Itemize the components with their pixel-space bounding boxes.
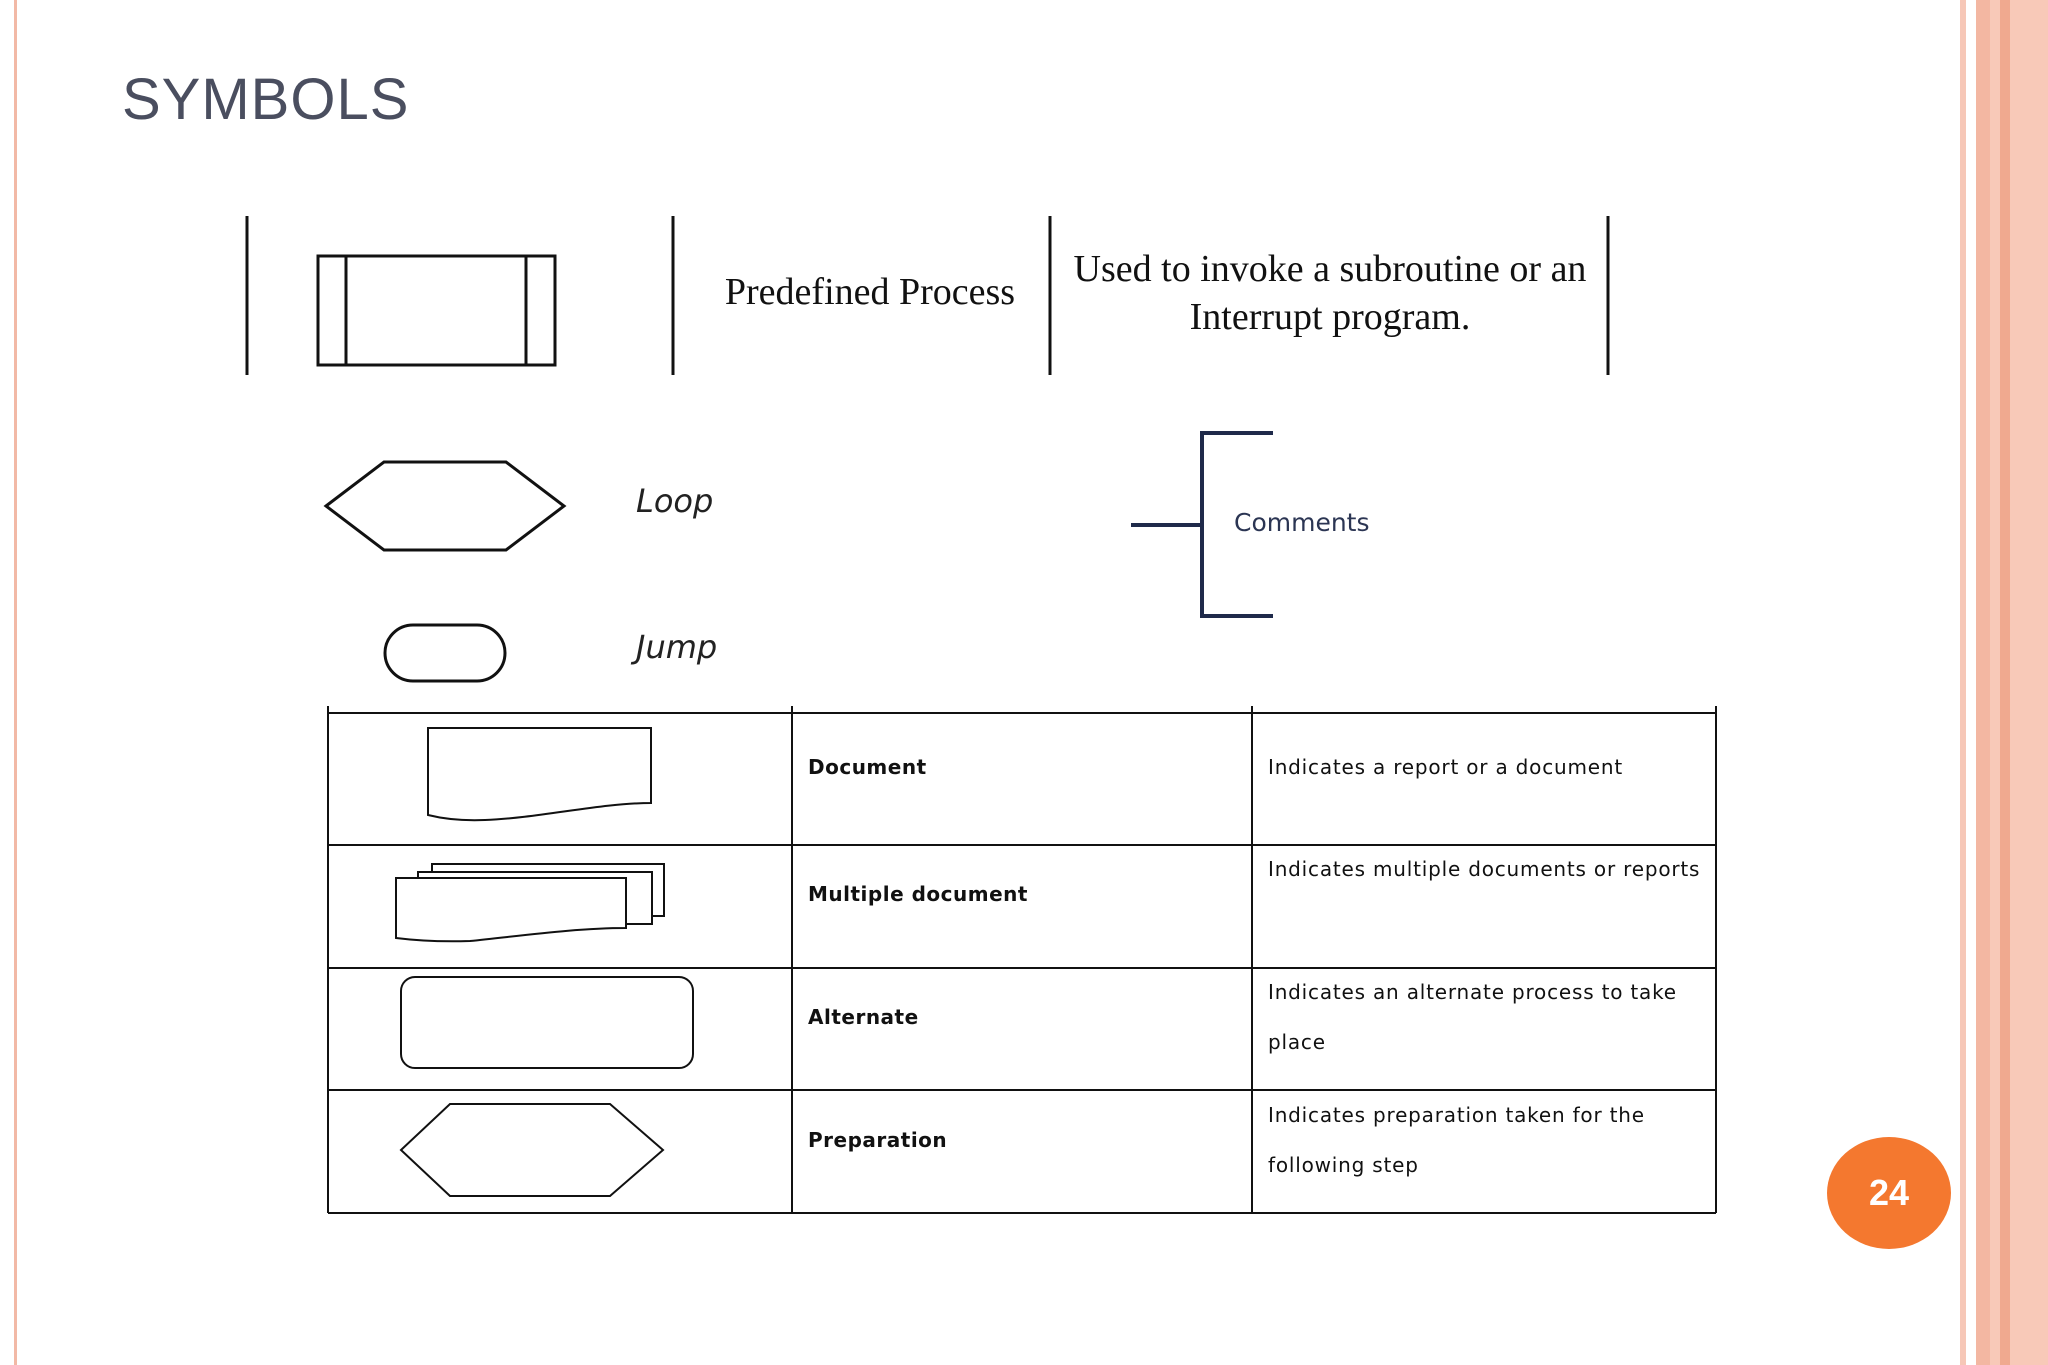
predefined-process-description: Used to invoke a subroutine or an Interr…: [1073, 248, 1587, 338]
symbols-table-grid: [327, 706, 1717, 1214]
comments-bracket-symbol: [1131, 431, 1273, 618]
multiple-document-name: Multiple document: [808, 882, 1028, 906]
preparation-description: Indicates preparation taken for the foll…: [1268, 1103, 1645, 1177]
jump-terminal-symbol: [383, 623, 507, 683]
comments-label: Comments: [1234, 508, 1370, 537]
loop-hexagon-symbol: [323, 460, 567, 552]
page-number-badge: 24: [1827, 1137, 1951, 1249]
alternate-name: Alternate: [808, 1005, 919, 1029]
right-frame-border-band: [1990, 0, 2048, 1365]
slide-title: SYMBOLS: [122, 67, 410, 132]
loop-label: Loop: [636, 482, 714, 520]
preparation-name: Preparation: [808, 1128, 948, 1152]
alternate-description: Indicates an alternate process to take p…: [1268, 980, 1677, 1054]
multiple-document-symbol: [395, 863, 665, 943]
left-frame-border: [14, 0, 17, 1365]
predefined-process-symbol: [316, 254, 557, 367]
document-description: Indicates a report or a document: [1268, 755, 1623, 779]
multiple-document-description: Indicates multiple documents or reports: [1268, 857, 1701, 881]
top-row-dividers: [245, 216, 1610, 375]
page-number: 24: [1868, 1172, 1910, 1213]
preparation-symbol: [399, 1103, 665, 1197]
alternate-process-symbol: [400, 976, 694, 1069]
jump-label: Jump: [636, 628, 718, 666]
document-symbol: [427, 727, 652, 822]
right-frame-border-stripe: [1976, 0, 1990, 1365]
right-frame-border-inner: [1960, 0, 1966, 1365]
right-frame-border-accent: [2000, 0, 2010, 1365]
document-name: Document: [808, 755, 927, 779]
predefined-process-name: Predefined Process: [724, 271, 1016, 313]
